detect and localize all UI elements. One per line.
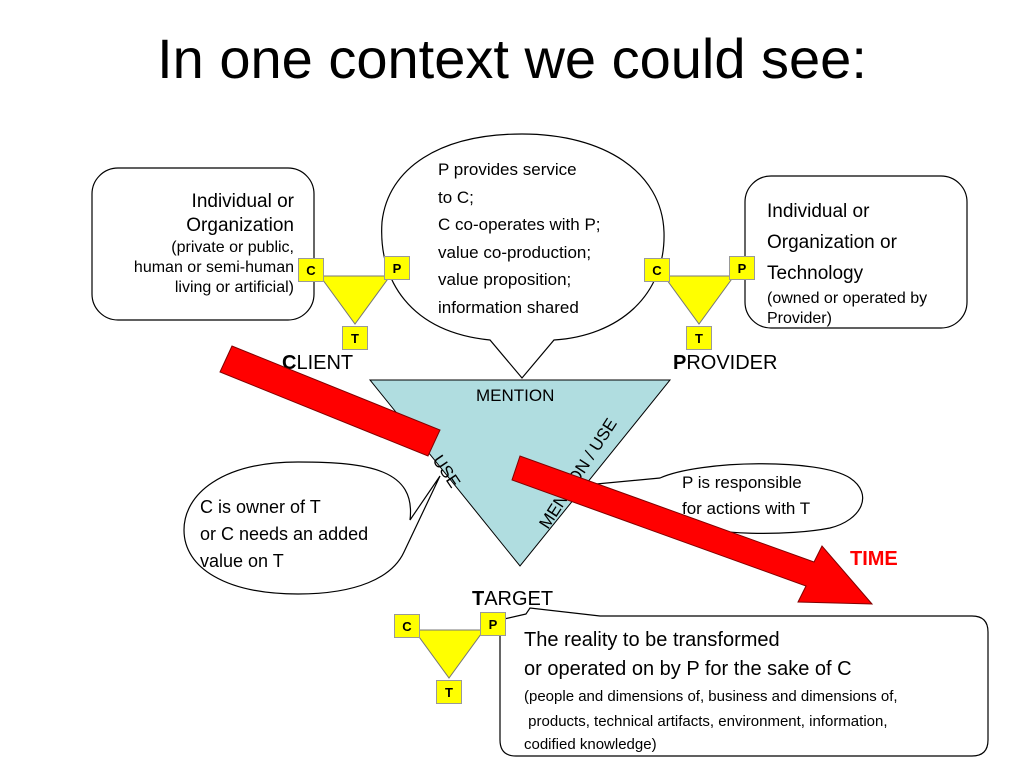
target-detail3: codified knowledge) bbox=[524, 736, 657, 753]
target-detail2: products, technical artifacts, environme… bbox=[524, 713, 888, 730]
provider-detail2: Provider) bbox=[767, 310, 832, 327]
service-line2: to C; bbox=[438, 187, 474, 207]
provider-line1: Individual or bbox=[767, 201, 870, 222]
client-line1: Individual or bbox=[191, 191, 294, 212]
target-mini-triangle bbox=[413, 629, 485, 679]
page-title: In one context we could see: bbox=[157, 27, 867, 90]
client-label-rest: LIENT bbox=[296, 352, 354, 374]
target-description: The reality to be transformed or operate… bbox=[524, 626, 898, 756]
service-line5: value proposition; bbox=[438, 270, 572, 289]
owner-line2: or C needs an added bbox=[200, 524, 369, 544]
responsible-text: P is responsible for actions with T bbox=[682, 470, 810, 522]
owner-line1: C is owner of T bbox=[200, 497, 321, 517]
client-mini-p: P bbox=[384, 256, 410, 280]
client-mini-c: C bbox=[298, 258, 324, 282]
client-detail1: (private or public, bbox=[171, 239, 294, 256]
client-description: Individual or Organization (private or p… bbox=[96, 190, 294, 298]
target-mini-t: T bbox=[436, 680, 462, 704]
client-detail2: human or semi-human bbox=[133, 259, 294, 276]
target-label: TARGET bbox=[472, 588, 553, 611]
service-line1: P provides service bbox=[438, 160, 577, 179]
time-arrow bbox=[511, 455, 874, 605]
owner-bubble bbox=[183, 461, 441, 595]
responsible-line1: P is responsible bbox=[682, 473, 802, 492]
target-mini-p: P bbox=[480, 612, 506, 636]
provider-label-initial: P bbox=[673, 352, 687, 374]
target-box bbox=[499, 607, 989, 757]
owner-line3: value on T bbox=[200, 551, 284, 571]
provider-mini-p: P bbox=[729, 256, 755, 280]
service-line3: C co-operates with P; bbox=[438, 215, 601, 234]
provider-box bbox=[744, 175, 968, 329]
client-mini-triangle bbox=[319, 275, 391, 325]
target-mini-c: C bbox=[394, 614, 420, 638]
provider-mini-t: T bbox=[686, 326, 712, 350]
client-line2: Organization bbox=[186, 215, 294, 236]
target-label-rest: ARGET bbox=[484, 588, 554, 610]
provider-label-rest: ROVIDER bbox=[686, 352, 778, 374]
provider-line3: Technology bbox=[767, 263, 864, 284]
target-line1: The reality to be transformed bbox=[524, 629, 780, 651]
service-line4: value co-production; bbox=[438, 242, 592, 262]
provider-mini-c: C bbox=[644, 258, 670, 282]
service-text: P provides service to C; C co-operates w… bbox=[438, 156, 601, 321]
provider-description: Individual or Organization or Technology… bbox=[767, 196, 967, 329]
triangle-top-label: MENTION bbox=[476, 386, 555, 405]
provider-detail1: (owned or operated by bbox=[767, 290, 928, 307]
target-detail1: (people and dimensions of, business and … bbox=[524, 688, 898, 705]
target-label-initial: T bbox=[472, 588, 485, 610]
provider-line2: Organization or bbox=[767, 232, 897, 253]
service-line6: information shared bbox=[438, 297, 579, 317]
target-line2: or operated on by P for the sake of C bbox=[524, 658, 852, 680]
provider-label: PROVIDER bbox=[673, 352, 777, 375]
client-mini-t: T bbox=[342, 326, 368, 350]
provider-mini-triangle bbox=[663, 275, 735, 325]
time-arrow-back bbox=[219, 345, 441, 457]
owner-text: C is owner of T or C needs an added valu… bbox=[200, 494, 368, 575]
responsible-line2: for actions with T bbox=[682, 499, 811, 518]
client-detail3: living or artificial) bbox=[174, 279, 294, 296]
client-box bbox=[91, 167, 315, 321]
time-label: TIME bbox=[850, 548, 898, 570]
